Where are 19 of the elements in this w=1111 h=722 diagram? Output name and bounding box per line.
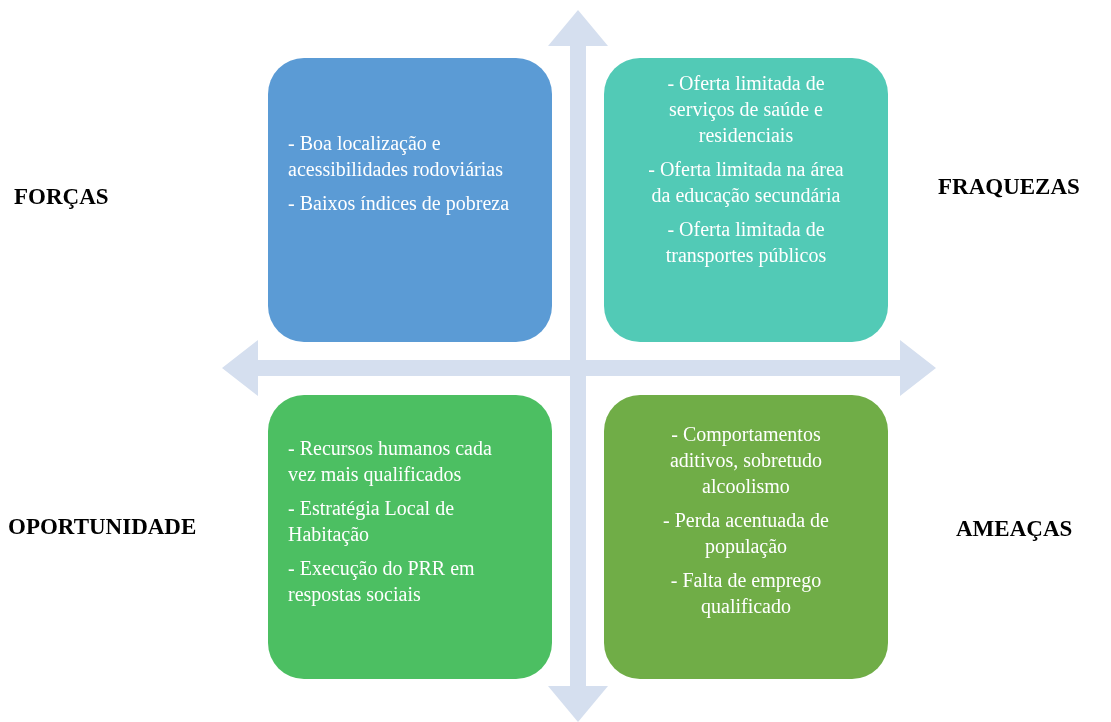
bullet-text: - Falta de emprego qualificado bbox=[669, 568, 823, 619]
bullet-text: - Perda acentuada de população bbox=[662, 508, 830, 559]
quadrant-box bbox=[268, 58, 552, 342]
quadrant-heading: OPORTUNIDADE bbox=[8, 513, 198, 541]
bullet-text: - Recursos humanos cada vez mais qualificados bbox=[288, 436, 493, 487]
quadrant-heading: AMEAÇAS bbox=[956, 515, 1074, 543]
quadrant-box bbox=[604, 58, 888, 342]
bullet-text: - Comportamentos aditivos, sobretudo alcoolismo bbox=[668, 422, 824, 499]
bullet-text: - Oferta limitada de serviços de saúde e residenciais bbox=[666, 71, 826, 148]
quadrant-heading: FORÇAS bbox=[14, 183, 110, 211]
quadrant-box bbox=[268, 395, 552, 679]
bullet-text: - Estratégia Local de Habitação bbox=[288, 496, 456, 547]
bullet-text: - Baixos índices de pobreza bbox=[288, 191, 511, 216]
bullet-text: - Oferta limitada na área da educação secundária bbox=[647, 157, 845, 208]
bullet-text: - Execução do PRR em respostas sociais bbox=[288, 556, 476, 607]
quadrant-box bbox=[604, 395, 888, 679]
quadrant-heading: FRAQUEZAS bbox=[938, 173, 1081, 201]
bullet-text: - Oferta limitada de transportes públicos bbox=[664, 217, 828, 268]
bullet-text: - Boa localização e acessibilidades rodoviárias bbox=[288, 131, 504, 182]
